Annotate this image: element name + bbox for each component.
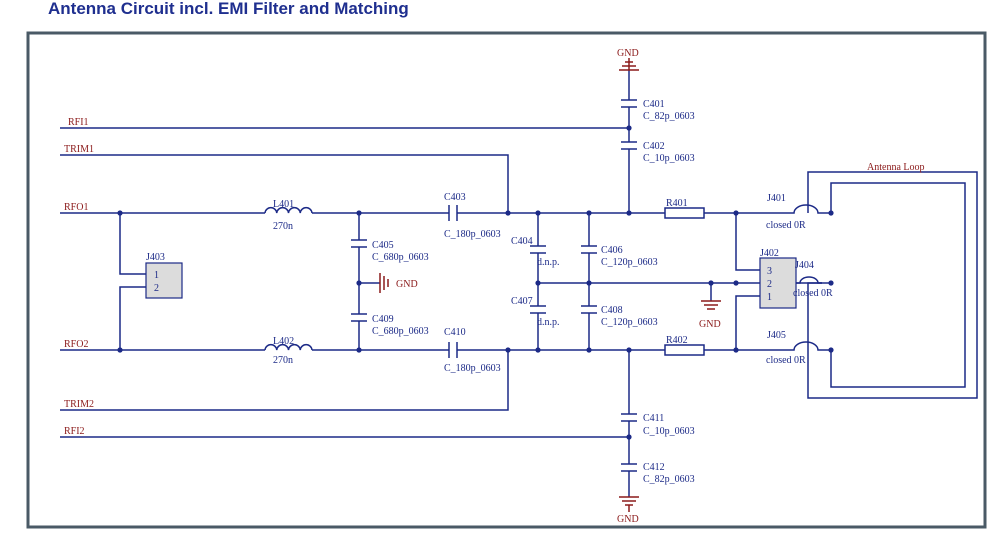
connector-J402 bbox=[759, 257, 797, 309]
antenna-loop-label: Antenna Loop bbox=[867, 162, 925, 173]
inductor-L401 bbox=[264, 206, 313, 214]
C408-ref: C408 bbox=[601, 305, 623, 316]
C412-value: C_82p_0603 bbox=[643, 474, 695, 485]
C409-ref: C409 bbox=[372, 314, 394, 325]
R402-ref: R402 bbox=[666, 335, 688, 346]
capacitor-C406 bbox=[581, 245, 597, 254]
ground-symbol-bottom bbox=[619, 496, 639, 512]
net-label-rfo2: RFO2 bbox=[64, 339, 88, 350]
capacitor-C401 bbox=[621, 99, 637, 108]
ground-symbol-top bbox=[619, 58, 639, 71]
jumper-J405 bbox=[790, 341, 822, 351]
C407-value: d.n.p. bbox=[537, 317, 560, 328]
C410-ref: C410 bbox=[444, 327, 466, 338]
C411-ref: C411 bbox=[643, 413, 664, 424]
C405-ref: C405 bbox=[372, 240, 394, 251]
ground-symbol-right bbox=[701, 300, 721, 310]
J404-value: closed 0R bbox=[793, 288, 833, 299]
J402-ref: J402 bbox=[760, 248, 779, 259]
C412-ref: C412 bbox=[643, 462, 665, 473]
C404-ref: C404 bbox=[511, 236, 533, 247]
C409-value: C_680p_0603 bbox=[372, 326, 429, 337]
C411-value: C_10p_0603 bbox=[643, 426, 695, 437]
C410-value: C_180p_0603 bbox=[444, 363, 501, 374]
capacitor-C410 bbox=[448, 342, 458, 358]
J403-ref: J403 bbox=[146, 252, 165, 263]
J401-value: closed 0R bbox=[766, 220, 806, 231]
C401-value: C_82p_0603 bbox=[643, 111, 695, 122]
C401-ref: C401 bbox=[643, 99, 665, 110]
capacitor-C412 bbox=[621, 463, 637, 472]
C408-value: C_120p_0603 bbox=[601, 317, 658, 328]
J405-ref: J405 bbox=[767, 330, 786, 341]
resistor-R402 bbox=[664, 344, 705, 356]
jumper-J401 bbox=[790, 204, 822, 214]
capacitor-C407 bbox=[530, 305, 546, 314]
J401-ref: J401 bbox=[767, 193, 786, 204]
ground-symbol-mid bbox=[379, 273, 389, 293]
capacitor-C404 bbox=[530, 245, 546, 254]
C403-value: C_180p_0603 bbox=[444, 229, 501, 240]
net-label-rfo1: RFO1 bbox=[64, 202, 88, 213]
C406-value: C_120p_0603 bbox=[601, 257, 658, 268]
L401-value: 270n bbox=[273, 221, 293, 232]
C404-value: d.n.p. bbox=[537, 257, 560, 268]
L401-ref: L401 bbox=[273, 199, 294, 210]
J402-pin-1: 1 bbox=[767, 292, 772, 303]
capacitor-C409 bbox=[351, 313, 367, 322]
J403-pin-1: 1 bbox=[154, 270, 159, 281]
C402-ref: C402 bbox=[643, 141, 665, 152]
connector-J403 bbox=[145, 262, 183, 299]
capacitor-C408 bbox=[581, 305, 597, 314]
gnd-label-bottom: GND bbox=[617, 514, 639, 525]
net-label-trim1: TRIM1 bbox=[64, 144, 94, 155]
capacitor-C405 bbox=[351, 239, 367, 248]
J405-value: closed 0R bbox=[766, 355, 806, 366]
R401-ref: R401 bbox=[666, 198, 688, 209]
L402-ref: L402 bbox=[273, 336, 294, 347]
page-title: Antenna Circuit incl. EMI Filter and Mat… bbox=[48, 0, 409, 18]
J404-ref: J404 bbox=[795, 260, 814, 271]
gnd-label-top: GND bbox=[617, 48, 639, 59]
J403-pin-2: 2 bbox=[154, 283, 159, 294]
capacitor-C402 bbox=[621, 141, 637, 150]
J402-pin-2: 2 bbox=[767, 279, 772, 290]
C407-ref: C407 bbox=[511, 296, 533, 307]
gnd-label-mid: GND bbox=[396, 279, 418, 290]
schematic-frame bbox=[26, 31, 987, 529]
net-label-rfi2: RFI2 bbox=[64, 426, 85, 437]
capacitor-C403 bbox=[448, 205, 458, 221]
C403-ref: C403 bbox=[444, 192, 466, 203]
C406-ref: C406 bbox=[601, 245, 623, 256]
C402-value: C_10p_0603 bbox=[643, 153, 695, 164]
net-label-rfi1: RFI1 bbox=[68, 117, 89, 128]
junction-dots bbox=[117, 125, 834, 440]
net-label-trim2: TRIM2 bbox=[64, 399, 94, 410]
gnd-label-right: GND bbox=[699, 319, 721, 330]
capacitor-C411 bbox=[621, 413, 637, 422]
L402-value: 270n bbox=[273, 355, 293, 366]
J402-pin-3: 3 bbox=[767, 266, 772, 277]
resistor-R401 bbox=[664, 207, 705, 219]
C405-value: C_680p_0603 bbox=[372, 252, 429, 263]
wires bbox=[60, 70, 978, 497]
inductor-L402 bbox=[264, 343, 313, 351]
jumper-J404 bbox=[796, 276, 822, 284]
